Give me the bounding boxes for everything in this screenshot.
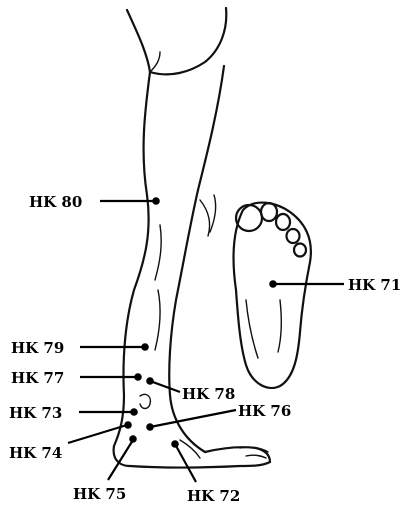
label-hk80: HK 80	[29, 193, 82, 211]
label-hk71: HK 71	[348, 276, 401, 294]
point-hk74	[124, 421, 132, 429]
point-hk80	[152, 197, 160, 205]
label-hk79: HK 79	[11, 339, 64, 357]
leader-hk76	[150, 410, 236, 427]
label-hk76: HK 76	[238, 402, 291, 420]
label-hk77: HK 77	[11, 369, 64, 387]
label-hk75: HK 75	[73, 485, 126, 503]
point-hk72	[171, 440, 179, 448]
point-hk75	[129, 435, 137, 443]
leader-hk78	[150, 381, 180, 392]
point-hk76	[146, 423, 154, 431]
point-hk79	[141, 343, 149, 351]
leader-hk75	[108, 440, 133, 480]
label-hk73: HK 73	[9, 404, 62, 422]
label-hk72: HK 72	[187, 487, 240, 505]
acupoint-markers: HK 80 HK 71 HK 79 HK 77 HK 78 HK 73 HK 7…	[9, 193, 401, 505]
label-hk78: HK 78	[182, 385, 235, 403]
point-hk71	[269, 280, 277, 288]
sole-illustration	[234, 203, 311, 388]
label-hk74: HK 74	[9, 444, 62, 462]
point-hk73	[130, 408, 138, 416]
point-hk78	[146, 377, 154, 385]
point-hk77	[134, 373, 142, 381]
